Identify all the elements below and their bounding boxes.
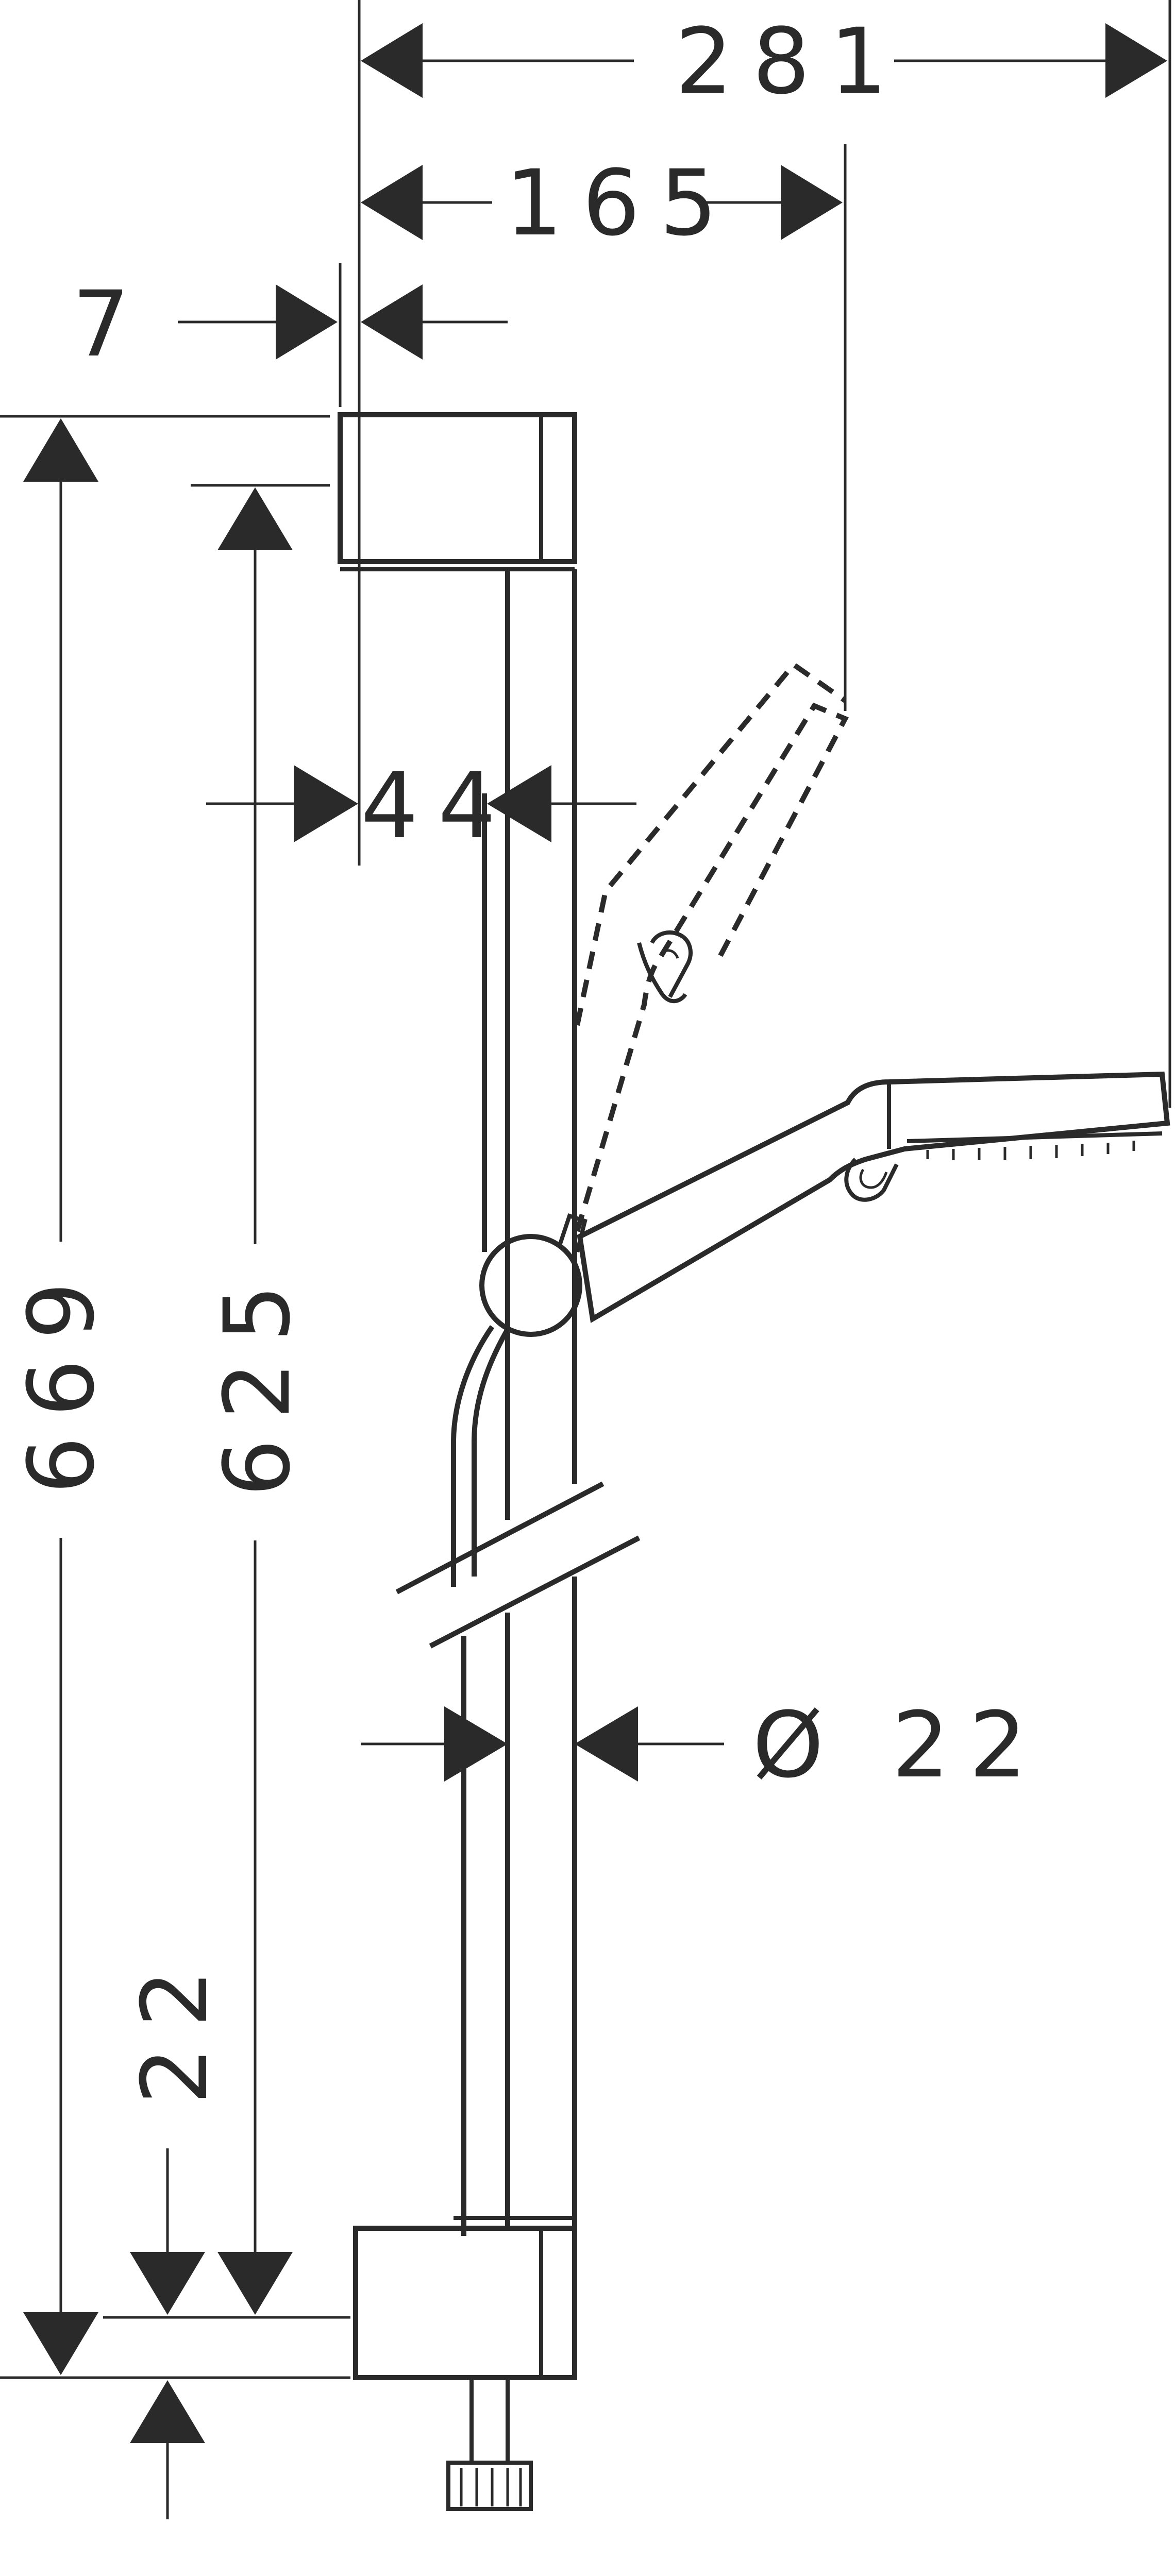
dimension-label-rail-diameter: Ø 22: [752, 1692, 1046, 1798]
shower-rail-lower: [461, 1577, 577, 2236]
dimension-7: 7: [72, 272, 508, 377]
dimension-rail-diameter: Ø 22: [361, 1692, 1046, 1798]
bottom-wall-bracket: [353, 2216, 577, 2380]
dimension-669: 669: [9, 418, 114, 2375]
spray-nozzles: [926, 1141, 1135, 1160]
dimension-label-44: 44: [361, 753, 515, 859]
dimension-label-165: 165: [505, 150, 737, 256]
dimension-22-bottom: 22: [122, 1950, 228, 2519]
dimension-625: 625: [205, 487, 310, 2315]
dimension-label-669: 669: [9, 1262, 114, 1494]
dimension-44: 44: [206, 753, 636, 859]
shower-rail-upper: [482, 569, 577, 1520]
hand-shower: [577, 1071, 1170, 1324]
extension-lines: [0, 0, 1171, 2379]
dimension-label-281: 281: [675, 9, 907, 114]
dimension-label-625: 625: [205, 1265, 310, 1497]
hose-connector: [446, 2380, 533, 2511]
dimension-label-7: 7: [72, 272, 149, 377]
dimension-label-22-bottom: 22: [122, 1950, 228, 2105]
hand-shower-alternate-position: [575, 661, 849, 1232]
shower-hose: [451, 1325, 510, 1587]
top-wall-bracket: [338, 412, 577, 571]
dimension-281: 281: [361, 9, 1167, 114]
dimension-165: 165: [361, 150, 843, 256]
rail-break-lines: [395, 1481, 641, 1649]
slider-ball-joint: [479, 1213, 588, 1337]
